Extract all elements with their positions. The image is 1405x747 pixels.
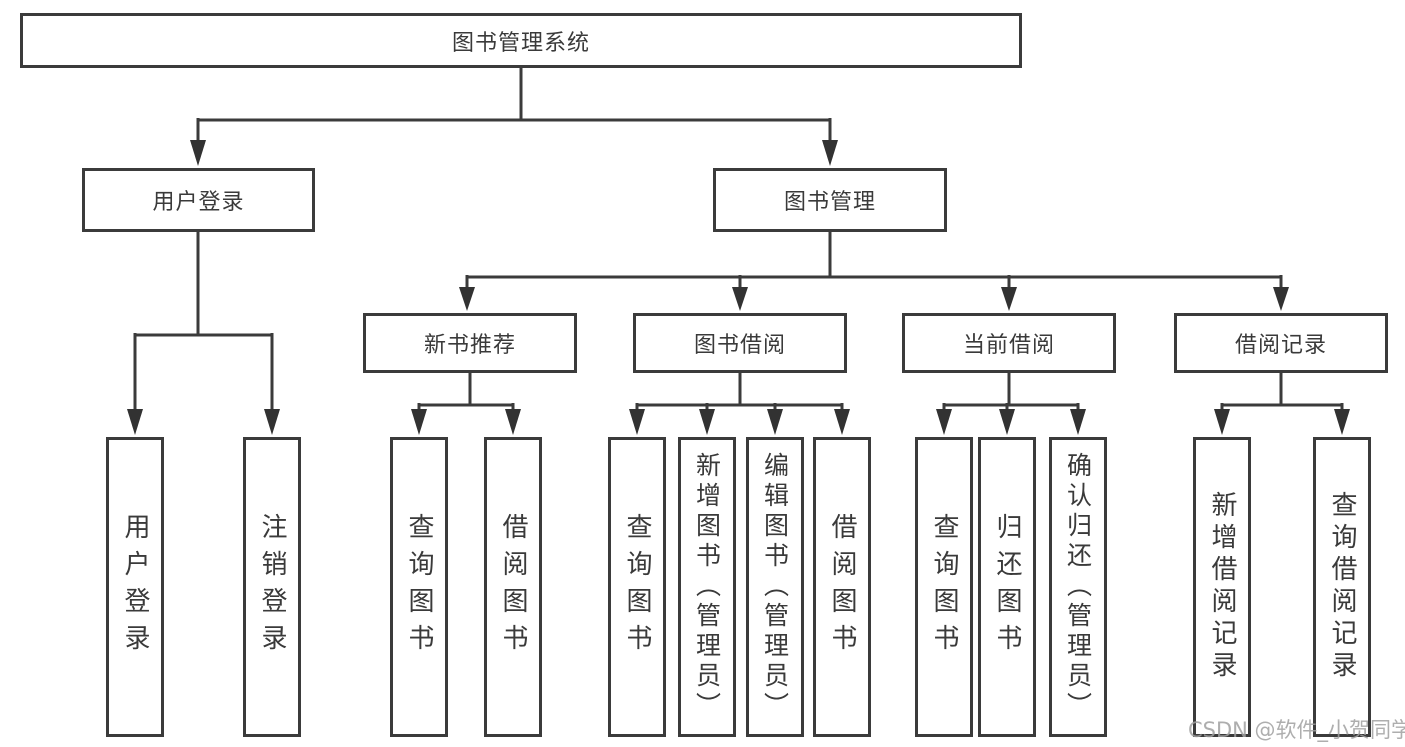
leaf-borrow-books: 借阅图书 — [813, 437, 871, 737]
node-label: 当前借阅 — [962, 333, 1055, 358]
leaf-label: 查询图书 — [622, 513, 652, 661]
leaf-add-borrow-record: 新增借阅记录 — [1193, 437, 1251, 737]
arrow-down-icon — [936, 409, 952, 435]
node-label: 新书推荐 — [423, 333, 516, 358]
node-label: 图书管理系统 — [451, 30, 590, 56]
node-user-login: 用户登录 — [82, 168, 315, 232]
leaf-label: 新增借阅记录 — [1207, 491, 1237, 683]
arrow-down-icon — [1214, 409, 1230, 435]
node-label: 图书借阅 — [693, 333, 786, 358]
node-current-borrow: 当前借阅 — [902, 313, 1116, 373]
leaf-label: 查询借阅记录 — [1327, 491, 1357, 683]
leaf-user-login: 用户登录 — [106, 437, 164, 737]
node-label: 图书管理 — [783, 190, 876, 215]
leaf-label: 用户登录 — [120, 513, 150, 661]
leaf-label: 注销登录 — [257, 513, 287, 661]
leaf-label: 归还图书 — [992, 513, 1022, 661]
arrow-down-icon — [411, 409, 427, 435]
leaf-logout: 注销登录 — [243, 437, 301, 737]
arrow-down-icon — [190, 140, 206, 166]
arrow-down-icon — [1273, 287, 1289, 311]
leaf-query-borrow-record: 查询借阅记录 — [1313, 437, 1371, 737]
node-book-borrow: 图书借阅 — [633, 313, 847, 373]
arrow-down-icon — [459, 287, 475, 311]
node-label: 借阅记录 — [1234, 333, 1327, 358]
node-book-management: 图书管理 — [713, 168, 947, 232]
arrow-down-icon — [505, 409, 521, 435]
leaf-label: 借阅图书 — [827, 513, 857, 661]
node-new-book-recommend: 新书推荐 — [363, 313, 577, 373]
leaf-edit-books-admin: 编辑图书（管理员） — [746, 437, 804, 737]
node-borrow-records: 借阅记录 — [1174, 313, 1388, 373]
arrowheads — [127, 140, 1350, 435]
arrow-down-icon — [1001, 287, 1017, 311]
leaf-label: 确认归还（管理员） — [1063, 452, 1093, 722]
leaf-query-books: 查询图书 — [390, 437, 448, 737]
arrow-down-icon — [264, 409, 280, 435]
node-library-management-system: 图书管理系统 — [20, 13, 1022, 68]
csdn-watermark: CSDN @软件_小贺同学 — [1188, 718, 1405, 742]
leaf-borrow-books: 借阅图书 — [484, 437, 542, 737]
arrow-down-icon — [629, 409, 645, 435]
arrow-down-icon — [732, 287, 748, 311]
arrow-down-icon — [822, 140, 838, 166]
tree-edges — [133, 66, 1344, 412]
arrow-down-icon — [1070, 409, 1086, 435]
leaf-label: 新增图书（管理员） — [692, 452, 722, 722]
leaf-label: 查询图书 — [929, 513, 959, 661]
leaf-label: 编辑图书（管理员） — [760, 452, 790, 722]
node-label: 用户登录 — [152, 190, 245, 215]
leaf-query-books: 查询图书 — [608, 437, 666, 737]
leaf-return-books: 归还图书 — [978, 437, 1036, 737]
arrow-down-icon — [767, 409, 783, 435]
leaf-label: 查询图书 — [404, 513, 434, 661]
arrow-down-icon — [999, 409, 1015, 435]
arrow-down-icon — [834, 409, 850, 435]
leaf-label: 借阅图书 — [498, 513, 528, 661]
arrow-down-icon — [1334, 409, 1350, 435]
arrow-down-icon — [699, 409, 715, 435]
leaf-confirm-return-admin: 确认归还（管理员） — [1049, 437, 1107, 737]
arrow-down-icon — [127, 409, 143, 435]
leaf-add-books-admin: 新增图书（管理员） — [678, 437, 736, 737]
leaf-query-books: 查询图书 — [915, 437, 973, 737]
